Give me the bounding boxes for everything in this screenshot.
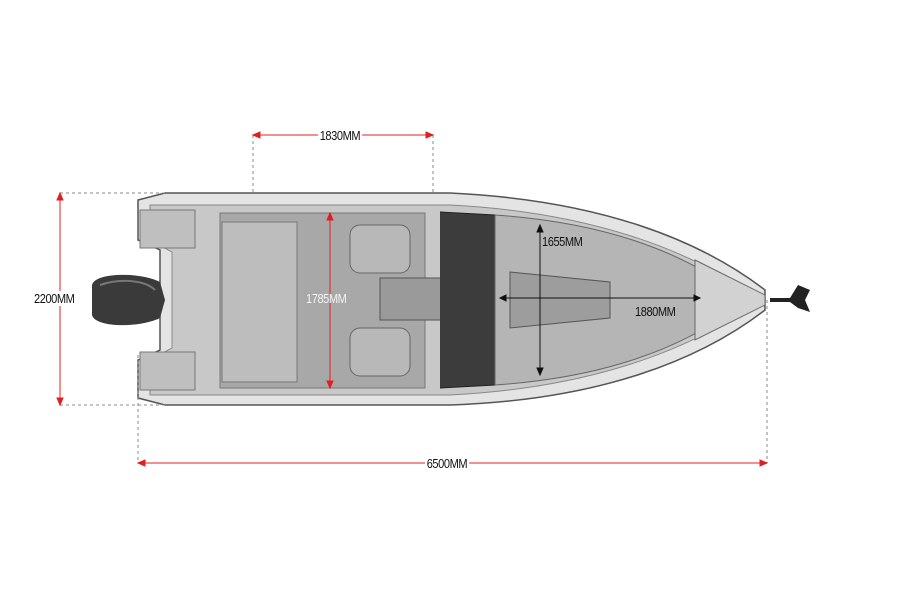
extension-lines	[60, 135, 768, 463]
label-cockpit-length: 1830MM	[318, 128, 362, 143]
windscreen-console	[439, 211, 501, 389]
label-bow-width: 1655MM	[542, 234, 583, 249]
anchor-icon	[770, 285, 810, 312]
passenger-seat	[349, 327, 411, 377]
driver-seat	[349, 224, 411, 274]
label-bow-length: 1880MM	[635, 304, 676, 319]
rear-bench	[221, 221, 298, 383]
outboard-motor-icon	[92, 274, 165, 326]
label-cockpit-width: 1785MM	[306, 291, 347, 306]
label-overall-beam: 2200MM	[34, 291, 75, 306]
boat-hull	[137, 192, 766, 406]
label-overall-length: 6500MM	[425, 456, 469, 471]
